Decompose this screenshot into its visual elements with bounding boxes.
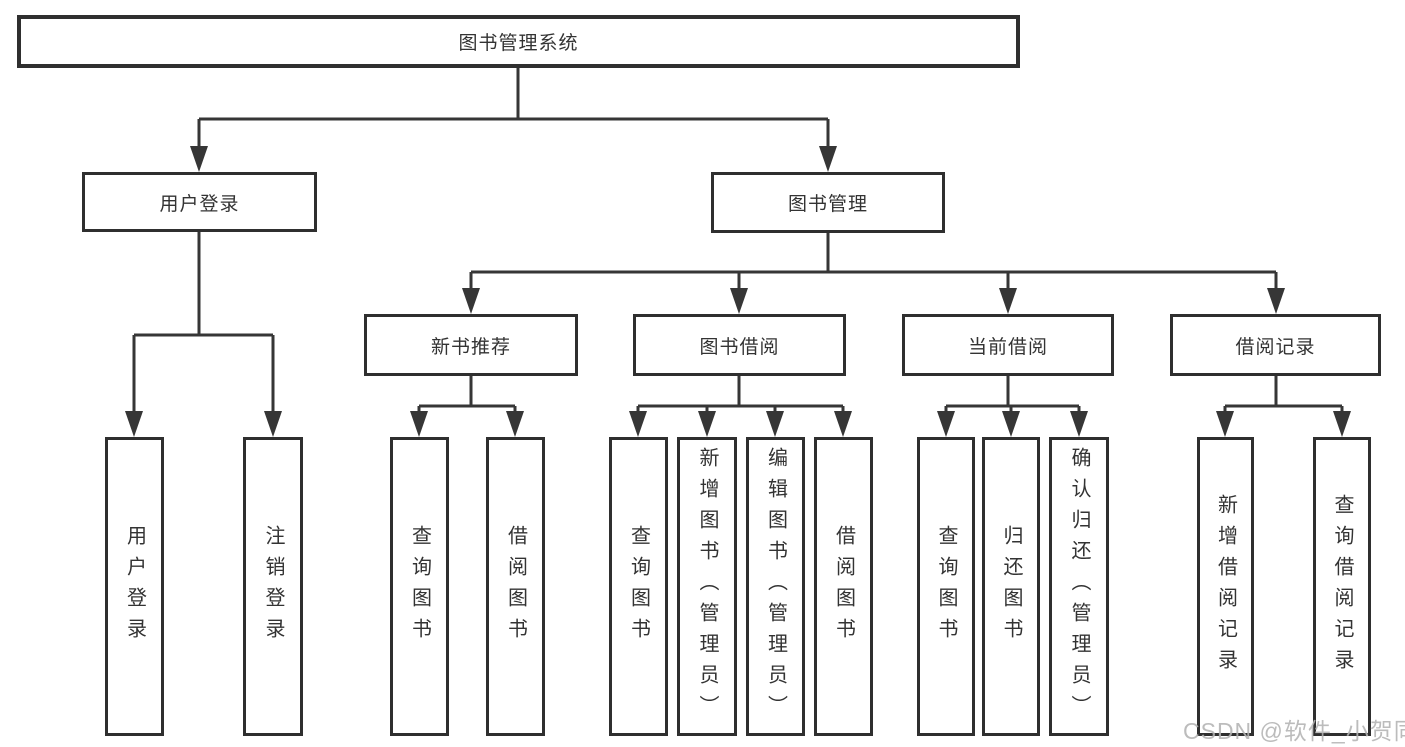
node-current-borrow: 当前借阅 xyxy=(902,314,1114,376)
arrowhead-icon xyxy=(410,411,428,437)
connector-book-borrow xyxy=(629,376,852,437)
node-book-management: 图书管理 xyxy=(711,172,945,233)
arrowhead-icon xyxy=(1070,411,1088,437)
connector-root-to-level2 xyxy=(190,67,837,172)
arrowhead-icon xyxy=(937,411,955,437)
leaf-records-add-record: 新增借阅记录 xyxy=(1197,437,1254,736)
leaf-current-confirm-return-admin: 确认归还（管理员） xyxy=(1049,437,1109,736)
arrowhead-icon xyxy=(1333,411,1351,437)
leaf-logout: 注销登录 xyxy=(243,437,303,736)
leaf-label: 归还图书 xyxy=(1000,524,1022,649)
arrowhead-icon xyxy=(506,411,524,437)
leaf-label: 查询借阅记录 xyxy=(1331,493,1353,680)
arrowhead-icon xyxy=(190,146,208,172)
leaf-label: 借阅图书 xyxy=(832,524,855,649)
leaf-label: 注销登录 xyxy=(262,524,284,649)
connector-line xyxy=(197,67,830,147)
arrowhead-icon xyxy=(999,288,1017,314)
leaf-label: 查询图书 xyxy=(935,524,957,649)
leaf-label: 新增图书（管理员） xyxy=(696,447,718,726)
arrowhead-icon xyxy=(125,411,143,437)
leaf-borrow-query-books: 查询图书 xyxy=(609,437,668,736)
connector-current-borrow xyxy=(937,376,1088,437)
connector-line xyxy=(1223,376,1344,413)
arrowhead-icon xyxy=(1267,288,1285,314)
leaf-label: 用户登录 xyxy=(123,524,146,649)
leaf-recommend-query-books: 查询图书 xyxy=(390,437,449,736)
arrowhead-icon xyxy=(698,411,716,437)
leaf-user-login: 用户登录 xyxy=(105,437,164,736)
node-borrow-records: 借阅记录 xyxy=(1170,314,1381,376)
leaf-label: 确认归还（管理员） xyxy=(1068,447,1090,726)
arrowhead-icon xyxy=(629,411,647,437)
node-new-book-recommend: 新书推荐 xyxy=(364,314,578,376)
leaf-label: 借阅图书 xyxy=(504,524,527,649)
node-library-management-system: 图书管理系统 xyxy=(17,15,1020,68)
connector-book-management xyxy=(462,233,1285,314)
connector-line xyxy=(944,376,1081,413)
arrowhead-icon xyxy=(1002,411,1020,437)
leaf-label: 新增借阅记录 xyxy=(1214,493,1237,680)
leaf-borrow-add-books-admin: 新增图书（管理员） xyxy=(677,437,737,736)
leaf-borrow-borrow-books: 借阅图书 xyxy=(814,437,873,736)
connector-line xyxy=(636,376,845,413)
watermark: CSDN @软件_小贺同学 xyxy=(1183,718,1405,744)
leaf-label: 查询图书 xyxy=(627,524,650,649)
connector-user-login xyxy=(125,232,282,437)
connector-line xyxy=(469,233,1278,290)
connector-new-book-recommend xyxy=(410,376,524,437)
arrowhead-icon xyxy=(834,411,852,437)
connector-line xyxy=(132,232,275,412)
connector-line xyxy=(417,376,517,413)
node-book-borrow: 图书借阅 xyxy=(633,314,846,376)
leaf-label: 查询图书 xyxy=(408,524,431,649)
leaf-recommend-borrow-books: 借阅图书 xyxy=(486,437,545,736)
connector-borrow-records xyxy=(1216,376,1351,437)
leaf-label: 编辑图书（管理员） xyxy=(764,447,787,726)
arrowhead-icon xyxy=(819,146,837,172)
leaf-current-return-books: 归还图书 xyxy=(982,437,1040,736)
arrowhead-icon xyxy=(264,411,282,437)
node-user-login: 用户登录 xyxy=(82,172,317,232)
arrowhead-icon xyxy=(1216,411,1234,437)
leaf-current-query-books: 查询图书 xyxy=(917,437,975,736)
arrowhead-icon xyxy=(766,411,784,437)
arrowhead-icon xyxy=(730,288,748,314)
leaf-records-query-record: 查询借阅记录 xyxy=(1313,437,1371,736)
arrowhead-icon xyxy=(462,288,480,314)
leaf-borrow-edit-books-admin: 编辑图书（管理员） xyxy=(746,437,805,736)
